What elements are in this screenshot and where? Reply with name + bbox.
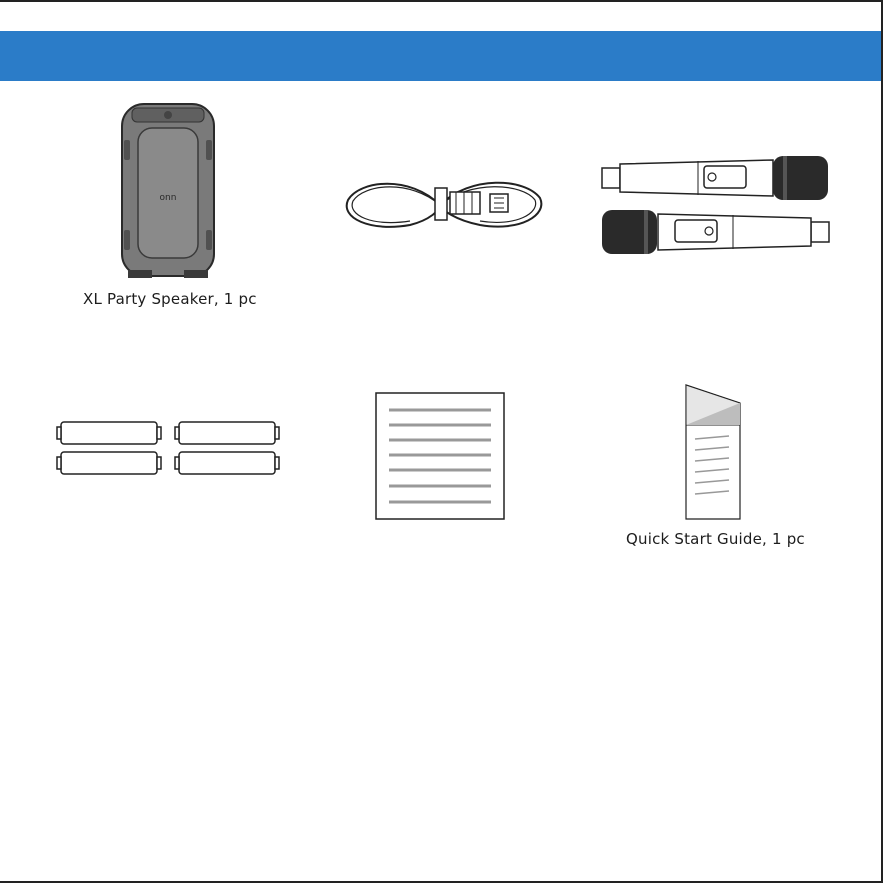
- microphones-icon: [598, 150, 833, 260]
- caption-speaker: XL Party Speaker, 1 pc: [83, 290, 257, 308]
- manual-icon: [375, 392, 505, 520]
- speaker-icon: onn: [118, 100, 218, 280]
- header-bar: [0, 31, 881, 81]
- batteries-icon: [55, 418, 285, 480]
- quick-start-guide-icon: [683, 383, 743, 521]
- page-border-top: [0, 0, 883, 2]
- speaker-brand-logo: onn: [160, 193, 177, 203]
- power-cord-icon: [340, 170, 550, 240]
- caption-quick-start-guide: Quick Start Guide, 1 pc: [626, 530, 805, 548]
